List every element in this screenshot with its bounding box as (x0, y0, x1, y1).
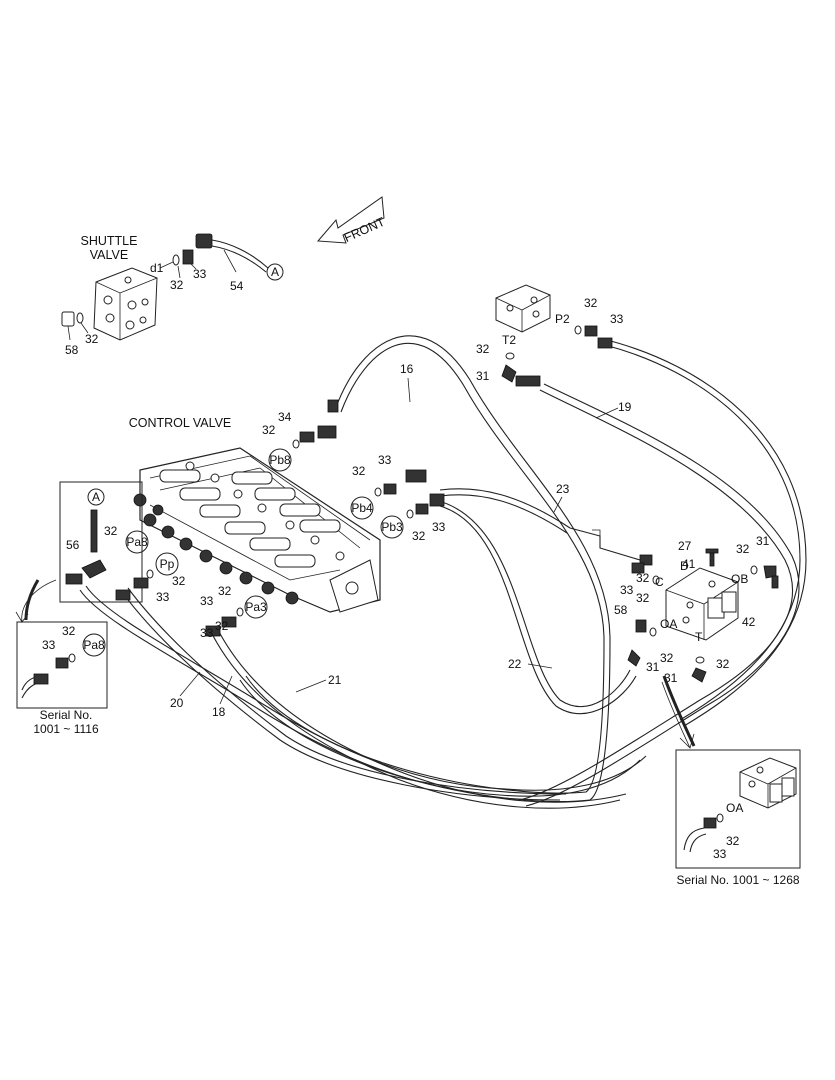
callout-19: 19 (618, 400, 632, 414)
port-pb8: Pb8 (268, 448, 292, 472)
inset-right-callout-33: 33 (713, 847, 727, 861)
callout-32-cv3: 32 (412, 529, 426, 543)
callout-21: 21 (328, 673, 342, 687)
inset-right-port-label: OA (726, 801, 743, 815)
oring-icon (76, 312, 84, 324)
shuttle-valve-group: SHUTTLE VALVE A d1 (61, 233, 284, 357)
inset-right-callout-32: 32 (726, 834, 740, 848)
control-valve-body (133, 447, 381, 613)
port-pa3: Pa3 (244, 595, 268, 619)
callout-16: 16 (400, 362, 414, 376)
port-d-label: D (680, 559, 689, 573)
ref-circle-a (266, 263, 284, 281)
right-valve-group: D C OB OA T 27 41 32 31 33 32 58 32 31 3… (508, 482, 779, 685)
control-valve-detail-box (59, 481, 143, 603)
inset-left-port-label: Pa8 (83, 638, 105, 652)
port-pa8: Pa8 (125, 530, 149, 554)
front-arrow: FRONT (316, 196, 387, 245)
callout-33-cv4: 33 (200, 594, 214, 608)
port-ob-label: OB (731, 572, 748, 586)
callout-41: 41 (682, 557, 696, 571)
port-pb8-label: Pb8 (269, 453, 291, 467)
callout-32-rv5: 32 (636, 571, 650, 585)
callout-32-rv3: 32 (660, 651, 674, 665)
callout-33: 33 (193, 267, 207, 281)
inset-right: OA 32 33 Serial No. 1001 ~ 1268 (661, 675, 801, 887)
inset-left-port-circle (82, 633, 106, 657)
port-t2-label: T2 (502, 333, 516, 347)
port-pp-label: Pp (160, 557, 175, 571)
hose-end-54-icon (195, 233, 213, 249)
callout-31-rv1: 31 (756, 534, 770, 548)
inset-left-caption-2: 1001 ~ 1116 (33, 722, 99, 736)
pilot-block-valve-group: P2 T2 32 33 32 31 19 (476, 284, 632, 419)
callout-56: 56 (66, 538, 80, 552)
callout-18: 18 (212, 705, 226, 719)
callout-22: 22 (508, 657, 522, 671)
inset-right-caption: Serial No. 1001 ~ 1268 (676, 873, 799, 887)
hose-callouts: 20 18 21 (170, 671, 342, 719)
port-c-label: C (655, 575, 664, 589)
adapter-33-icon (182, 249, 194, 265)
inset-left-caption-1: Serial No. (40, 708, 93, 722)
callout-58: 58 (65, 343, 79, 357)
control-valve-group: CONTROL VALVE (59, 362, 446, 640)
callout-33-cv5: 33 (200, 626, 214, 640)
inset-left-callout-32: 32 (62, 624, 76, 638)
port-pb4-label: Pb4 (351, 501, 373, 515)
port-pa3-label: Pa3 (245, 600, 267, 614)
oring-d1-icon (172, 254, 180, 266)
ref-circle-a-label: A (271, 265, 279, 279)
port-pp: Pp (155, 552, 179, 576)
callout-23: 23 (556, 482, 570, 496)
callout-32b: 32 (85, 332, 99, 346)
callout-33-bv: 33 (610, 312, 624, 326)
inset-left: Pa8 32 33 Serial No. 1001 ~ 1116 (15, 579, 108, 736)
callout-32-cv1: 32 (262, 423, 276, 437)
callout-42: 42 (742, 615, 756, 629)
callout-33-cv1: 33 (378, 453, 392, 467)
callout-27: 27 (678, 539, 692, 553)
inset-left-box (16, 621, 108, 709)
callout-33-rv: 33 (620, 583, 634, 597)
inset-left-callout-33: 33 (42, 638, 56, 652)
callout-32-rv4: 32 (716, 657, 730, 671)
callout-32-cv6: 32 (218, 584, 232, 598)
callout-32-cv2: 32 (352, 464, 366, 478)
port-p2-label: P2 (555, 312, 570, 326)
port-oa-label: OA (660, 617, 677, 631)
shuttle-title-line2: VALVE (90, 248, 128, 262)
callout-32-rv2: 32 (636, 591, 650, 605)
callout-54: 54 (230, 279, 244, 293)
callout-58-rv: 58 (614, 603, 628, 617)
callout-32-cv5: 32 (104, 524, 118, 538)
port-pb3-label: Pb3 (381, 520, 403, 534)
callout-32-bv2: 32 (476, 342, 490, 356)
callout-33-cv2: 33 (432, 520, 446, 534)
shuttle-valve-block (93, 267, 158, 341)
port-t-label: T (695, 630, 703, 644)
shuttle-title-line1: SHUTTLE (81, 234, 138, 248)
callout-33-cv3: 33 (156, 590, 170, 604)
callout-32-cv4: 32 (172, 574, 186, 588)
port-pb4: Pb4 (350, 496, 374, 520)
callout-32: 32 (170, 278, 184, 292)
callout-d1: d1 (150, 261, 164, 275)
callout-20: 20 (170, 696, 184, 710)
callout-34: 34 (278, 410, 292, 424)
callout-32-rv1: 32 (736, 542, 750, 556)
plug-58-icon (61, 311, 75, 327)
ref-circle-a2-label: A (92, 490, 100, 504)
port-pb3: Pb3 (380, 515, 404, 539)
inset-right-box (675, 749, 801, 869)
callout-32-cv7: 32 (215, 619, 229, 633)
callout-32-bv1: 32 (584, 296, 598, 310)
control-valve-title: CONTROL VALVE (129, 416, 232, 430)
callout-31-bv: 31 (476, 369, 490, 383)
ref-circle-a2 (87, 488, 105, 506)
port-pa8-label: Pa8 (126, 535, 148, 549)
hoses (79, 335, 807, 809)
callout-31-rv2: 31 (646, 660, 660, 674)
